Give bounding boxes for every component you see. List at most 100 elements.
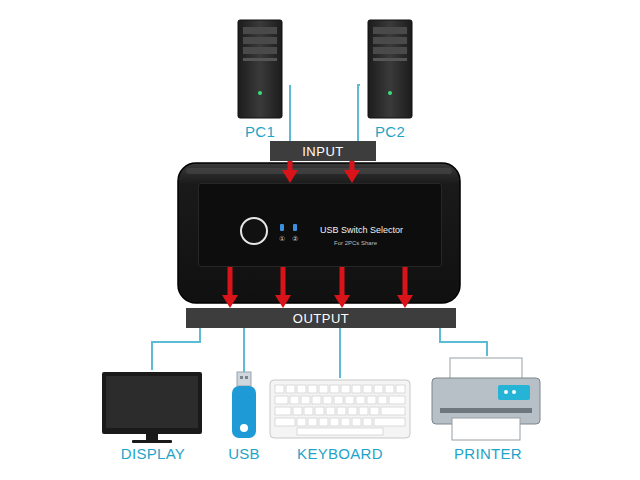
keyboard-icon-part-part	[396, 385, 405, 393]
device-node: KEYBOARD	[268, 378, 412, 462]
device-node: PC2	[360, 18, 420, 140]
pc-tower	[368, 20, 412, 118]
signal-arrow	[334, 267, 350, 308]
pc-tower-part	[258, 91, 262, 95]
keyboard-icon-part-part	[359, 407, 368, 415]
arrow-shaft	[403, 267, 408, 295]
arrow-shaft	[228, 267, 233, 295]
cable-line	[244, 328, 245, 372]
keyboard-icon-part-part	[378, 396, 387, 404]
pc-tower	[238, 20, 282, 118]
keyboard-icon-part-part	[319, 385, 328, 393]
printer-icon-part	[452, 418, 520, 440]
usb-stick-icon	[232, 372, 256, 438]
keyboard-icon-part-part	[330, 418, 339, 426]
keyboard-icon-part-part	[326, 407, 335, 415]
keyboard-icon-part-part	[275, 407, 291, 415]
arrow-shaft	[340, 267, 345, 295]
printer-icon-part	[512, 390, 516, 394]
switch-panel: USB Switch SelectorFor 2PCs Share	[198, 183, 442, 267]
keyboard-icon-part-part	[323, 396, 332, 404]
keyboard-icon-part-part	[385, 385, 394, 393]
keyboard-icon-part-part	[312, 396, 321, 404]
keyboard-icon-part-part	[297, 428, 383, 435]
pc-tower-part	[388, 91, 392, 95]
device-label: KEYBOARD	[248, 445, 432, 462]
keyboard-icon-part-part	[374, 385, 383, 393]
usb-stick-icon-part	[240, 424, 248, 432]
cable-path	[358, 85, 360, 141]
printer-icon-part	[432, 378, 540, 424]
signal-arrow	[344, 161, 360, 183]
keyboard-icon-part-part	[337, 407, 346, 415]
keyboard-icon-part-part	[352, 385, 361, 393]
keyboard-icon-part-part	[308, 385, 317, 393]
keyboard-icon-part-part	[389, 396, 405, 404]
cable-path	[152, 328, 200, 370]
keyboard-icon-part-part	[334, 396, 343, 404]
signal-arrow	[397, 267, 413, 308]
cable-line	[358, 85, 360, 141]
arrow-head	[334, 295, 350, 308]
keyboard-icon-part-part	[341, 385, 350, 393]
usb-stick-icon-part	[237, 372, 251, 386]
signal-arrow	[275, 267, 291, 308]
keyboard-icon-part-part	[293, 407, 302, 415]
pc-tower-part	[373, 27, 407, 34]
signal-arrow	[282, 161, 298, 183]
device-label: PC2	[340, 123, 440, 140]
printer-icon	[432, 358, 540, 440]
arrow-head	[282, 170, 298, 183]
pc-tower-part	[238, 20, 282, 118]
arrow-head	[275, 295, 291, 308]
cable-path	[440, 328, 487, 356]
arrow-shaft	[288, 161, 293, 170]
power-button	[241, 218, 267, 244]
monitor-icon-part	[132, 440, 172, 443]
keyboard-icon-part-part	[290, 396, 299, 404]
printer-icon-part	[498, 385, 530, 400]
keyboard-icon-part-part	[363, 385, 372, 393]
keyboard-icon-part-part	[348, 407, 357, 415]
port-band: INPUT	[270, 141, 376, 161]
usb-stick-icon-part	[232, 386, 256, 438]
switch-casing-part	[178, 163, 460, 303]
keyboard-icon-part-part	[275, 396, 288, 404]
arrow-head	[344, 170, 360, 183]
indicator-led	[293, 224, 297, 231]
monitor-icon-part	[106, 376, 198, 428]
keyboard-icon-part-part	[319, 418, 328, 426]
cable-line	[440, 328, 487, 356]
switch-casing-part	[186, 168, 452, 174]
device-node: USB	[222, 372, 266, 462]
keyboard-icon-part	[275, 385, 405, 435]
switch-casing	[178, 163, 460, 303]
signal-arrow	[222, 267, 238, 308]
device-label: PRINTER	[408, 445, 568, 462]
keyboard-icon-part-part	[363, 418, 372, 426]
keyboard-icon-part-part	[356, 396, 365, 404]
cable-line	[152, 328, 200, 370]
keyboard-icon-part-part	[297, 385, 306, 393]
keyboard-icon-part-part	[297, 418, 306, 426]
port-label: OUTPUT	[293, 311, 349, 326]
indicator-led	[280, 224, 284, 231]
keyboard-icon	[270, 380, 410, 438]
printer-icon-part	[440, 408, 532, 413]
product-name: USB Switch Selector	[320, 225, 403, 236]
keyboard-icon-part-part	[315, 407, 324, 415]
pc-tower-part	[243, 27, 277, 34]
keyboard-icon-part-part	[341, 418, 350, 426]
arrow-head	[397, 295, 413, 308]
keyboard-icon-part-part	[345, 396, 354, 404]
usb-stick-icon-part	[240, 376, 243, 379]
keyboard-icon-part-part	[367, 396, 376, 404]
pc-tower-part	[243, 37, 277, 44]
device-label: USB	[202, 445, 286, 462]
product-subtitle: For 2PCs Share	[334, 239, 377, 247]
pc-tower-part	[373, 47, 407, 54]
arrow-shaft	[350, 161, 355, 170]
